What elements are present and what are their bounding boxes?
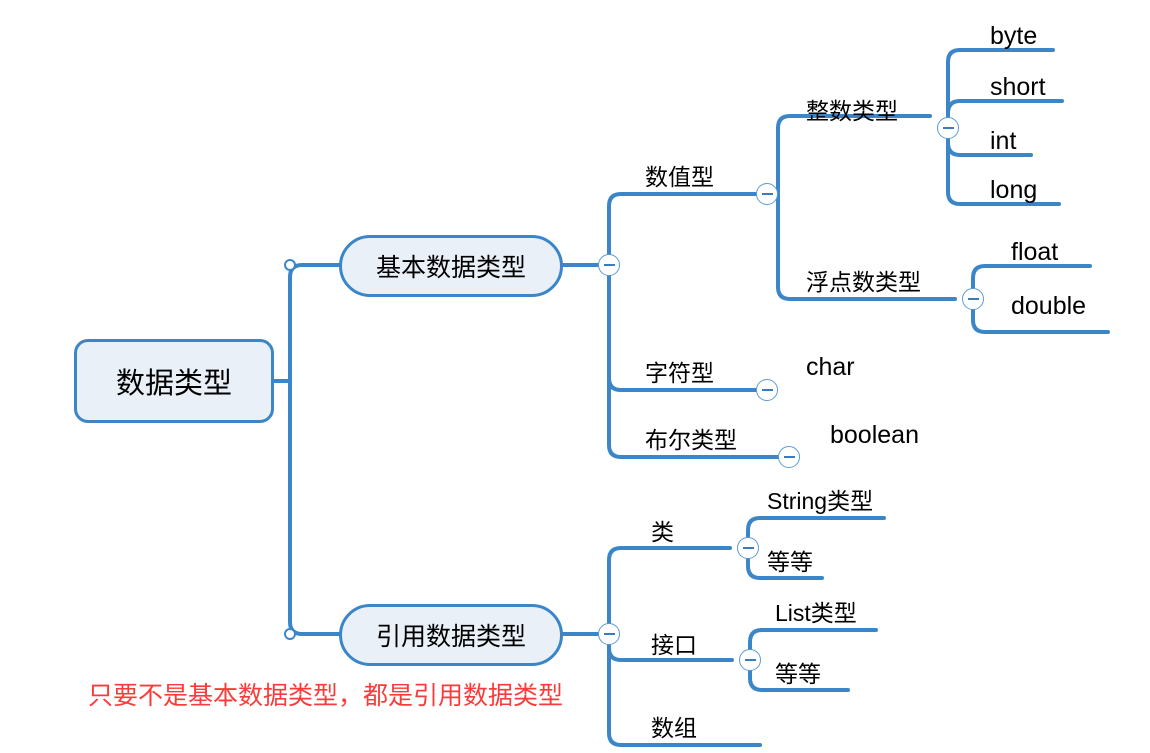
edge-root-to-reference xyxy=(288,379,341,636)
node-reference-data-type[interactable]: 引用数据类型 xyxy=(339,604,563,666)
leaf-byte[interactable]: byte xyxy=(990,22,1038,50)
toggle-class[interactable] xyxy=(737,537,759,559)
edge-integer-to-short xyxy=(946,99,1064,130)
leaf-boolean[interactable]: boolean xyxy=(830,421,919,449)
edge-root-to-basic xyxy=(288,263,341,383)
node-root[interactable]: 数据类型 xyxy=(74,339,274,423)
label-boolean-type[interactable]: 布尔类型 xyxy=(645,427,737,453)
toggle-character-type[interactable] xyxy=(756,379,778,401)
node-basic-data-type-label: 基本数据类型 xyxy=(375,254,526,282)
leaf-float[interactable]: float xyxy=(1011,238,1059,266)
toggle-floating-type[interactable] xyxy=(962,288,984,310)
toggle-reference-data-type[interactable] xyxy=(598,623,620,645)
leaf-int[interactable]: int xyxy=(990,127,1017,155)
leaf-long[interactable]: long xyxy=(990,176,1038,204)
leaf-char[interactable]: char xyxy=(806,353,855,381)
label-class[interactable]: 类 xyxy=(651,519,674,545)
junction-dot-basic xyxy=(284,259,296,271)
leaf-list-type[interactable]: List类型 xyxy=(775,600,857,626)
toggle-integer-type[interactable] xyxy=(937,117,959,139)
node-root-label: 数据类型 xyxy=(115,368,232,400)
edge-numeric-to-integer xyxy=(776,114,932,196)
toggle-interface[interactable] xyxy=(739,649,761,671)
junction-dot-reference xyxy=(284,628,296,640)
toggle-numeric-type[interactable] xyxy=(756,183,778,205)
edge-class-to-string xyxy=(746,516,886,550)
node-basic-data-type[interactable]: 基本数据类型 xyxy=(339,235,563,297)
leaf-short[interactable]: short xyxy=(990,73,1046,101)
label-floating-type[interactable]: 浮点数类型 xyxy=(806,269,921,295)
label-character-type[interactable]: 字符型 xyxy=(645,360,714,386)
label-interface[interactable]: 接口 xyxy=(651,632,697,658)
leaf-double[interactable]: double xyxy=(1011,292,1087,320)
edge-interface-to-list xyxy=(748,628,878,662)
label-array[interactable]: 数组 xyxy=(651,715,697,741)
edge-reference-to-class xyxy=(607,546,732,636)
leaf-class-etc[interactable]: 等等 xyxy=(767,549,813,575)
node-reference-data-type-label: 引用数据类型 xyxy=(375,623,526,651)
toggle-boolean-type[interactable] xyxy=(778,446,800,468)
label-numeric-type[interactable]: 数值型 xyxy=(645,164,714,190)
leaf-string-type[interactable]: String类型 xyxy=(767,488,874,514)
leaf-interface-etc[interactable]: 等等 xyxy=(775,661,821,687)
toggle-basic-data-type[interactable] xyxy=(598,254,620,276)
label-integer-type[interactable]: 整数类型 xyxy=(806,98,898,124)
annotation-note: 只要不是基本数据类型，都是引用数据类型 xyxy=(88,683,564,710)
edge-basic-to-numeric xyxy=(607,192,762,267)
